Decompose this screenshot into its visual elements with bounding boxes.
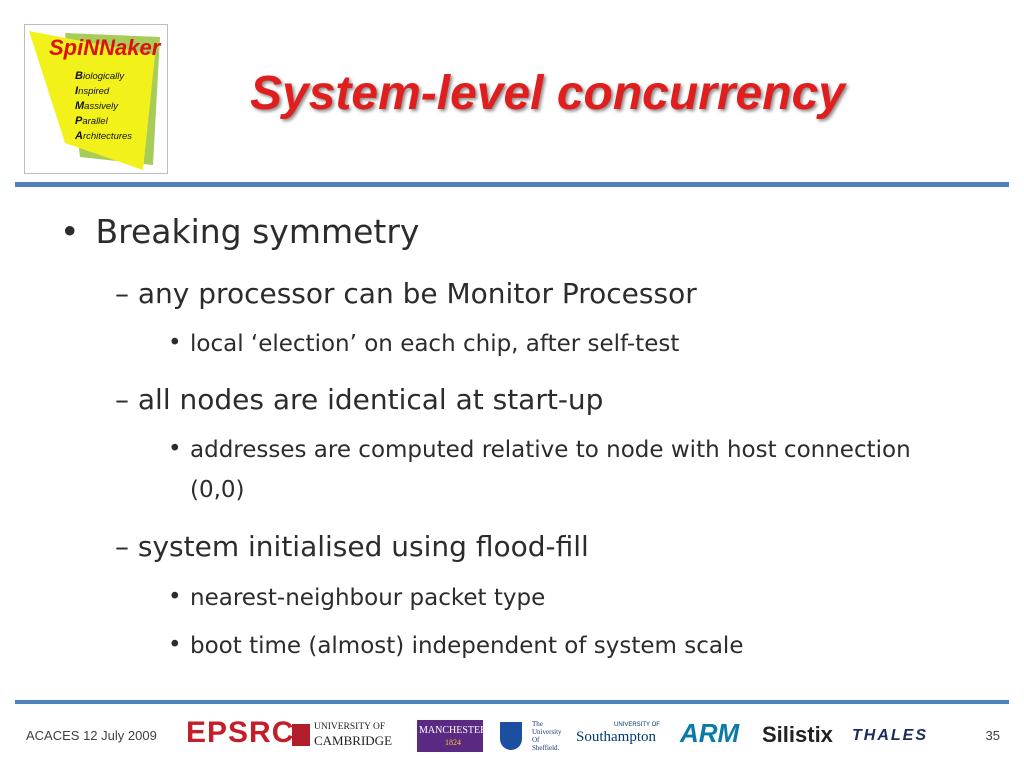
footer-text: ACACES 12 July 2009 bbox=[26, 728, 157, 743]
bullet-level1: •Breaking symmetry bbox=[60, 212, 420, 251]
footer-divider bbox=[15, 700, 1009, 704]
title-divider bbox=[15, 182, 1009, 187]
bullet-level3: •boot time (almost) independent of syste… bbox=[168, 632, 744, 659]
bullet-level2: – system initialised using flood-fill bbox=[115, 530, 589, 563]
sheffield-shield-icon bbox=[500, 722, 522, 750]
epsrc-logo: EPSRC bbox=[186, 716, 295, 749]
arm-logo: ARM bbox=[680, 718, 740, 748]
spinnaker-logo: SpiNNaker Biologically Inspired Massivel… bbox=[24, 24, 168, 174]
thales-logo: THALES bbox=[852, 727, 928, 744]
bullet-level3: •addresses are computed relative to node… bbox=[168, 436, 911, 503]
bullet-level3: •nearest-neighbour packet type bbox=[168, 584, 546, 611]
cambridge-shield-icon bbox=[292, 724, 310, 746]
manchester-logo: MANCHESTER 1824 bbox=[417, 720, 487, 752]
bullet-level2: – all nodes are identical at start-up bbox=[115, 383, 604, 416]
silistix-logo: Silistix bbox=[762, 722, 833, 747]
slide-title: System-level concurrency bbox=[250, 67, 845, 120]
logo-title: SpiNNaker bbox=[49, 35, 161, 60]
bullet-level3: •local ‘election’ on each chip, after se… bbox=[168, 330, 680, 357]
bullet-level2: – any processor can be Monitor Processor bbox=[115, 277, 697, 310]
logo-flag-graphic bbox=[29, 31, 160, 170]
logo-acronym: Biologically Inspired Massively Parallel… bbox=[75, 70, 133, 142]
page-number: 35 bbox=[985, 728, 1000, 743]
